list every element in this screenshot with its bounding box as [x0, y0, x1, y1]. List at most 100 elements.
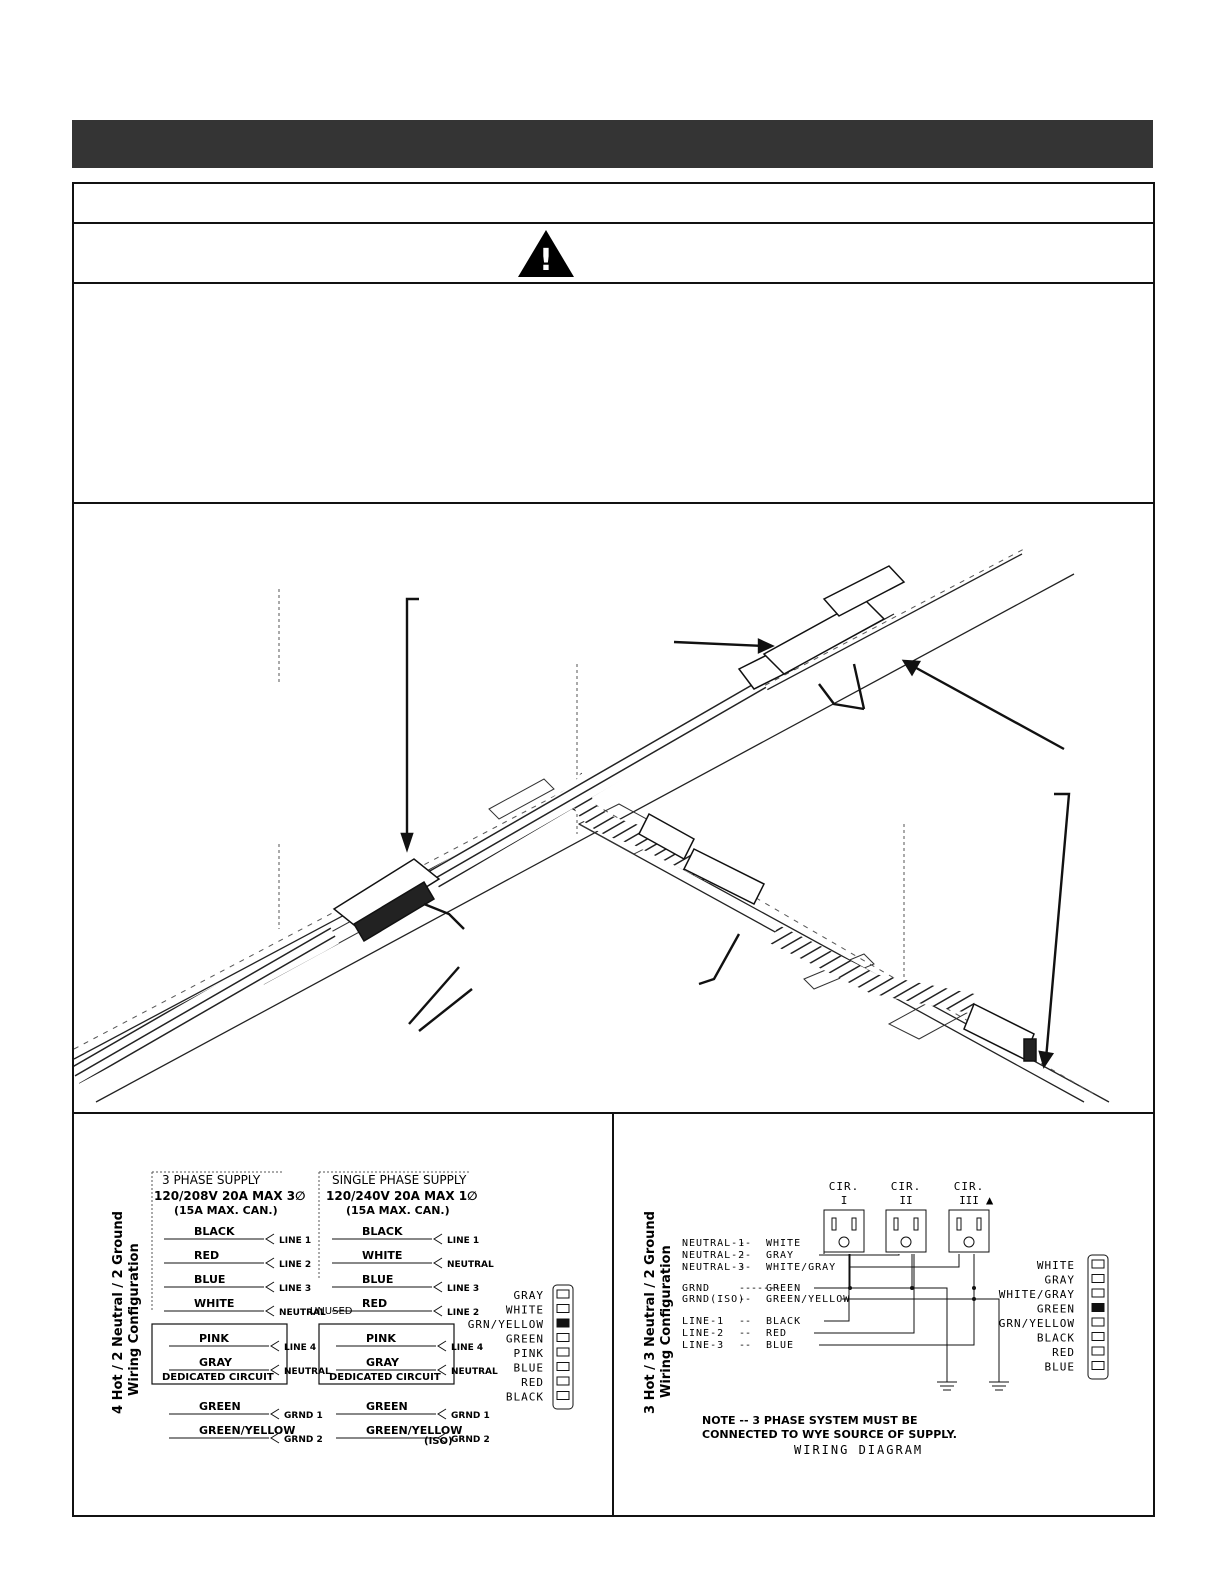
wire-row-name: NEUTRAL-2 — [682, 1250, 745, 1261]
single-phase-wire-color: BLUE — [362, 1273, 393, 1286]
single-phase-terminal-mark — [433, 1305, 443, 1317]
panel-divider — [612, 1114, 614, 1515]
wiring-panels: 4 Hot / 2 Neutral / 2 GroundWiring Confi… — [74, 1114, 1153, 1515]
wire-row-sep: -- — [739, 1340, 751, 1351]
receptacle-outline — [885, 1209, 927, 1253]
three-phase-ground-terminal-label: GRND 2 — [284, 1435, 323, 1445]
wire-row-name: LINE-1 — [682, 1316, 724, 1327]
left-legend-item: GRAY — [514, 1289, 545, 1302]
single-phase-rating: 120/240V 20A MAX 1∅ — [326, 1189, 477, 1203]
wire-row-color: GREEN/YELLOW — [766, 1294, 850, 1305]
three-phase-terminal-mark — [265, 1257, 275, 1269]
single-phase-terminal-mark — [433, 1257, 443, 1269]
three-phase-wire-color: BLACK — [194, 1225, 235, 1238]
wire-row-name: LINE-3 — [682, 1340, 724, 1351]
left-legend-item: BLACK — [506, 1391, 544, 1404]
right-pin — [1091, 1346, 1105, 1356]
three-phase-terminal-mark — [265, 1233, 275, 1245]
wire-row-sep: -- — [739, 1238, 751, 1249]
right-pin — [1091, 1317, 1105, 1327]
wire-row-name: NEUTRAL-1 — [682, 1238, 745, 1249]
right-legend-item: GRAY — [1045, 1274, 1076, 1287]
wire-row-sep: -- — [739, 1294, 751, 1305]
wire-row-name: LINE-2 — [682, 1328, 724, 1339]
unused-label: UNUSED — [310, 1306, 353, 1317]
wire-row-color: GREEN — [766, 1283, 801, 1294]
single-phase-terminal-label: LINE 1 — [447, 1236, 479, 1246]
four-hot-diagram: 4 Hot / 2 Neutral / 2 GroundWiring Confi… — [111, 1171, 574, 1447]
three-phase-dedicated-label: DEDICATED CIRCUIT — [162, 1372, 274, 1383]
three-phase-wire-color: WHITE — [194, 1297, 234, 1310]
three-phase-wire-color: RED — [194, 1249, 219, 1262]
left-legend-item: GRN/YELLOW — [468, 1318, 544, 1331]
three-hot-diagram: 3 Hot / 3 Neutral / 2 GroundWiring Confi… — [643, 1180, 1109, 1457]
wire-row-name: GRND — [682, 1283, 710, 1294]
wire-trace — [814, 1254, 915, 1334]
warning-icon-glyph: ! — [539, 243, 553, 278]
receptacle-outline — [823, 1209, 865, 1253]
warning-triangle: ▲ — [986, 1193, 994, 1207]
wire-row-color: WHITE — [766, 1238, 801, 1249]
three-phase-dedicated-wire-color: GRAY — [199, 1356, 233, 1369]
wire-trace — [849, 1254, 960, 1268]
single-phase-wire-color: BLACK — [362, 1225, 403, 1238]
power-modules — [332, 565, 1037, 1062]
three-phase-dedicated-terminal-mark — [270, 1364, 280, 1376]
three-phase-terminal-label: LINE 2 — [279, 1260, 311, 1270]
single-phase-ground-terminal-label: GRND 1 — [451, 1411, 490, 1421]
single-phase-dedicated-box — [318, 1323, 455, 1385]
right-legend-item: RED — [1052, 1346, 1075, 1359]
left-pin — [556, 1318, 570, 1328]
left-pin — [556, 1289, 570, 1299]
single-phase-dedicated-terminal-mark — [437, 1364, 447, 1376]
wire-row-sep: ------- — [739, 1283, 781, 1294]
single-phase-dedicated-terminal-label: LINE 4 — [451, 1343, 483, 1353]
single-phase-dedicated-terminal-label: NEUTRAL — [451, 1367, 498, 1377]
right-pin — [1091, 1303, 1105, 1312]
configuration-label: 4 Hot / 2 Neutral / 2 GroundWiring Confi… — [111, 1211, 142, 1414]
left-legend-item: GREEN — [506, 1333, 544, 1346]
circuit-number: III — [959, 1194, 979, 1207]
right-pin — [1091, 1361, 1105, 1370]
warning-text-row — [74, 284, 1153, 504]
single-phase-terminal-label: NEUTRAL — [447, 1260, 494, 1270]
wire-row-sep: -- — [739, 1316, 751, 1327]
single-phase-dedicated-terminal-mark — [437, 1340, 447, 1352]
left-pin — [556, 1376, 570, 1386]
right-legend-item: WHITE/GRAY — [999, 1288, 1075, 1301]
wire-row-sep: -- — [739, 1328, 751, 1339]
wire-row-color: BLACK — [766, 1316, 801, 1327]
left-legend-item: BLUE — [514, 1362, 545, 1375]
three-phase-dedicated-box — [151, 1323, 288, 1385]
four-hot-wiring-panel: 4 Hot / 2 Neutral / 2 GroundWiring Confi… — [74, 1114, 612, 1515]
single-phase-max-can: (15A MAX. CAN.) — [346, 1204, 450, 1217]
diagram-caption: WIRING DIAGRAM — [794, 1443, 923, 1457]
circuit-number: II — [899, 1194, 912, 1207]
wire-row-color: GRAY — [766, 1250, 794, 1261]
single-phase-terminal-mark — [433, 1281, 443, 1293]
three-phase-terminal-label: LINE 3 — [279, 1284, 311, 1294]
single-phase-ground-wire-color: GREEN/YELLOW — [366, 1424, 462, 1437]
note-line-2: CONNECTED TO WYE SOURCE OF SUPPLY. — [702, 1428, 957, 1441]
three-phase-terminal-mark — [265, 1281, 275, 1293]
three-phase-dedicated-terminal-label: NEUTRAL — [284, 1367, 331, 1377]
receptacle-outline — [948, 1209, 990, 1253]
three-phase-title: 3 PHASE SUPPLY — [162, 1173, 261, 1187]
three-phase-wire-color: BLUE — [194, 1273, 225, 1286]
three-phase-terminal-label: NEUTRAL — [279, 1308, 326, 1318]
three-hot-wiring-panel: 3 Hot / 3 Neutral / 2 GroundWiring Confi… — [614, 1114, 1153, 1515]
right-legend-item: WHITE — [1037, 1259, 1075, 1272]
three-phase-dedicated-terminal-mark — [270, 1340, 280, 1352]
three-phase-ground-terminal-mark — [270, 1408, 280, 1420]
iso-label: (ISO) — [424, 1436, 453, 1447]
iso-ground-trace — [842, 1298, 1000, 1362]
warning-row: ! — [74, 224, 1153, 284]
callout-arrows — [400, 597, 1071, 1069]
single-phase-wire-color: RED — [362, 1297, 387, 1310]
single-phase-dedicated-label: DEDICATED CIRCUIT — [329, 1372, 441, 1383]
left-legend-item: RED — [521, 1376, 544, 1389]
single-phase-ground-terminal-mark — [437, 1408, 447, 1420]
wire-row-sep: -- — [739, 1262, 751, 1273]
content-frame: ! — [72, 182, 1155, 1517]
single-phase-dedicated-wire-color: GRAY — [366, 1356, 400, 1369]
